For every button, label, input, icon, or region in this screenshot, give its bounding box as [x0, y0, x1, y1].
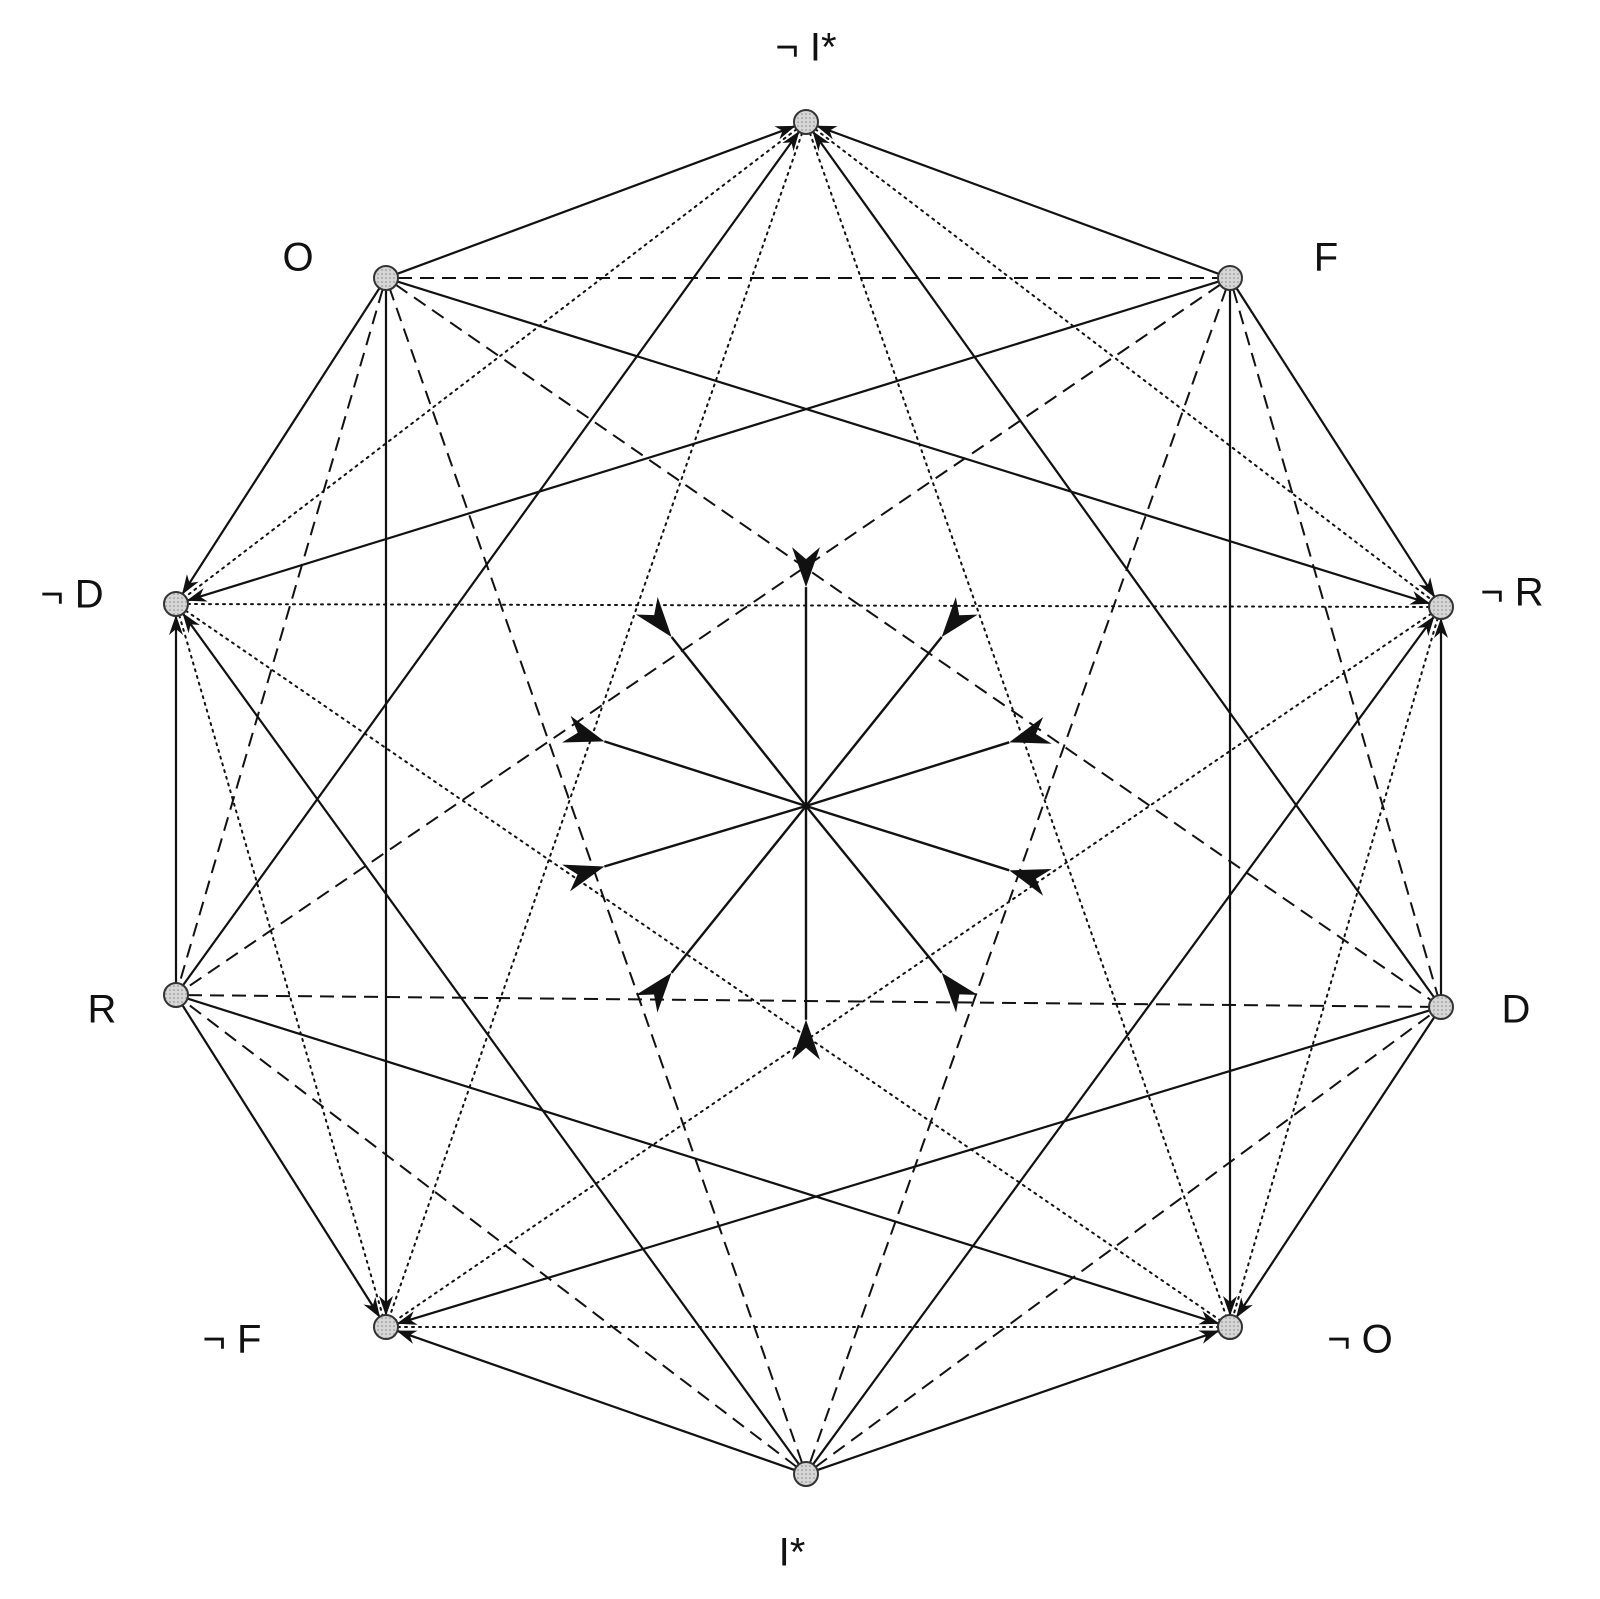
contrary-edge-Istar-F [809, 288, 1227, 1464]
implication-edge-O-notIstar [396, 125, 796, 275]
contrary-edge-O-R [178, 289, 384, 984]
node-notF [373, 1314, 399, 1340]
node-notIstar [793, 109, 819, 135]
subcontrary-edge-notD-notF [178, 614, 384, 1317]
subcontrary-edge-notR-notO [1232, 617, 1439, 1317]
contrary-edge-F-D [1232, 289, 1439, 996]
subcontrary-edge-notIstar-notF [388, 132, 804, 1317]
contradictory-edge-R-notR [562, 804, 807, 892]
contrary-edge-Istar-R [184, 1001, 798, 1468]
contradictory-edge-O-notO [805, 805, 978, 1013]
node-label-notF: ¬ F [202, 1317, 262, 1362]
contrary-edge-O-D [395, 283, 1432, 1002]
implication-edge-F-notIstar [816, 125, 1220, 275]
subcontrary-edge-notIstar-notR [814, 128, 1433, 601]
node-label-notO: ¬ O [1327, 1317, 1393, 1362]
implication-edge-F-notD [186, 280, 1219, 602]
node-F [1217, 265, 1243, 291]
node-label-D: D [1501, 987, 1531, 1032]
contradictory-edge-O-notO [635, 597, 807, 807]
implication-edge-F-notR [1235, 287, 1436, 598]
node-label-notIstar: ¬ I* [775, 25, 837, 70]
node-notO [1217, 1314, 1243, 1340]
node-label-notD: ¬ D [40, 572, 104, 617]
node-label-O: O [282, 235, 314, 280]
implication-edge-R-notO [187, 997, 1220, 1325]
node-label-Istar: I* [778, 1530, 806, 1575]
implication-edge-R-notF [181, 1004, 381, 1318]
node-Istar [793, 1461, 819, 1487]
implication-edge-R-notIstar [182, 130, 800, 986]
contradictory-edge-R-notR [805, 716, 1052, 808]
implication-edge-Istar-notF [396, 1329, 796, 1472]
contrary-edge-F-R [185, 283, 1221, 990]
subcontrary-edge-notIstar-notD [184, 128, 798, 598]
implication-edge-Istar-notR [812, 615, 1435, 1465]
subcontrary-edge-notIstar-notO [808, 132, 1228, 1317]
subcontrary-edge-notD-notO [184, 609, 1222, 1322]
node-D [1428, 994, 1454, 1020]
implication-edge-Istar-notD [182, 612, 800, 1465]
node-label-R: R [87, 987, 117, 1032]
contradictory-edge-D-notD [805, 804, 1052, 896]
node-label-F: F [1313, 235, 1339, 280]
subcontrary-edge-notD-notR [186, 603, 1430, 608]
node-notR [1428, 594, 1454, 620]
contrary-edge-R-D [187, 994, 1430, 1008]
subcontrary-edge-notR-notF [394, 612, 1433, 1322]
contradictory-edge-F-notF [635, 805, 807, 1013]
implication-edge-O-notR [397, 280, 1431, 605]
contradictory-edge-F-notF [805, 597, 978, 807]
implication-edge-Istar-notO [816, 1329, 1220, 1472]
implication-edge-D-notIstar [812, 130, 1435, 998]
node-R [163, 982, 189, 1008]
node-label-notR: ¬ R [1480, 570, 1544, 615]
node-notD [163, 591, 189, 617]
implication-edge-D-notO [1235, 1016, 1436, 1318]
implication-edge-D-notF [396, 1009, 1430, 1325]
node-O [373, 265, 399, 291]
contrary-edge-Istar-O [389, 288, 803, 1464]
contradictory-edge-D-notD [562, 715, 807, 808]
implication-edge-O-notD [181, 287, 381, 595]
contrary-edge-Istar-D [815, 1013, 1432, 1468]
